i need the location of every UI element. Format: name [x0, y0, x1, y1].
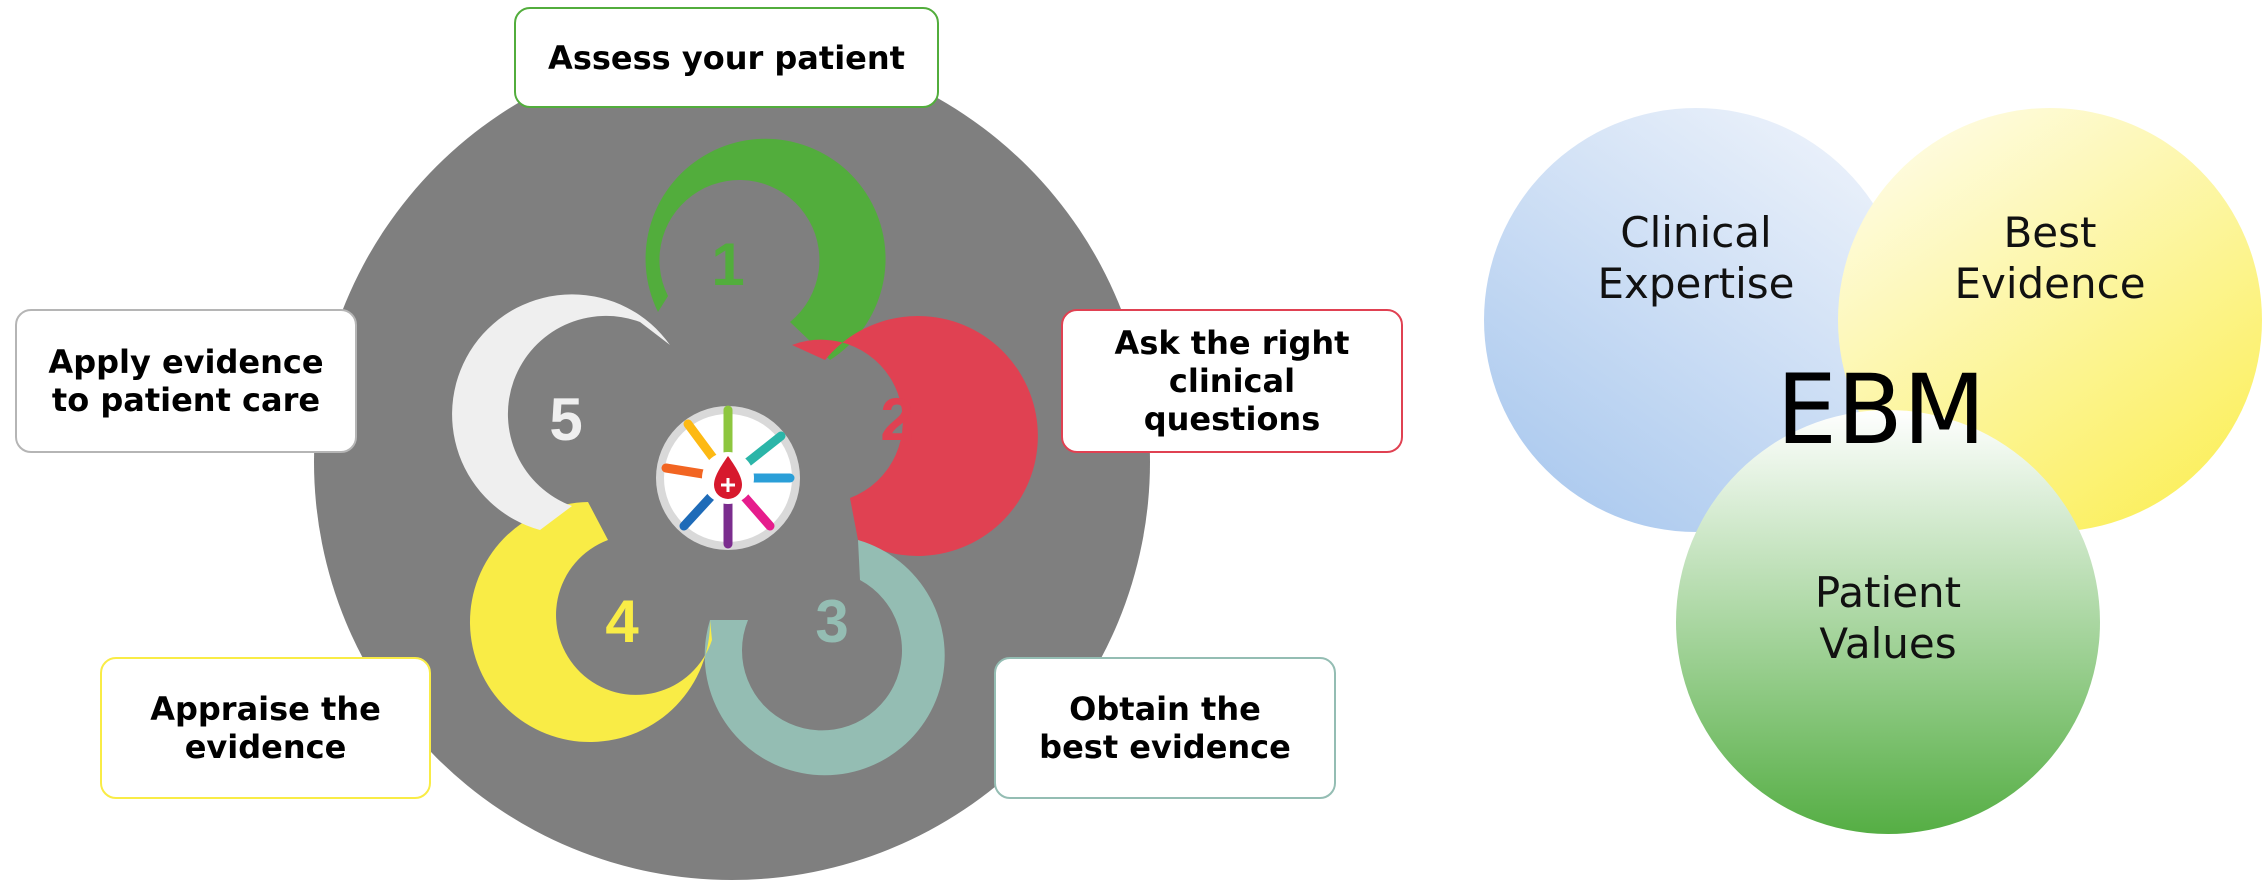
venn-circle-patient-values: [1676, 410, 2100, 834]
step-5-label-box: Apply evidence to patient care: [15, 309, 357, 453]
step-4-ring: [469, 502, 712, 743]
step-4-number: 4: [605, 588, 639, 655]
step-1-label-box: Assess your patient: [514, 7, 939, 108]
step-1-number: 1: [711, 231, 744, 298]
helping-hands-blood-drop-icon: [656, 405, 800, 550]
step-5-ring: [452, 294, 670, 530]
step-4-label-box: Appraise the evidence: [100, 657, 431, 799]
step-5-number: 5: [549, 386, 582, 453]
ebm-cycle-diagram: 1 2 3 4 5: [314, 44, 1150, 880]
step-1-ring: [645, 138, 886, 360]
step-2-ring: [792, 315, 1038, 556]
step-2-number: 2: [880, 386, 913, 453]
step-3-label-box: Obtain the best evidence: [994, 657, 1336, 799]
step-3-ring: [704, 540, 945, 776]
venn-circle-clinical-expertise: [1484, 108, 1908, 532]
step-3-number: 3: [815, 588, 848, 655]
step-2-label-box: Ask the right clinical questions: [1061, 309, 1403, 453]
venn-center-label: EBM: [1776, 354, 1985, 466]
